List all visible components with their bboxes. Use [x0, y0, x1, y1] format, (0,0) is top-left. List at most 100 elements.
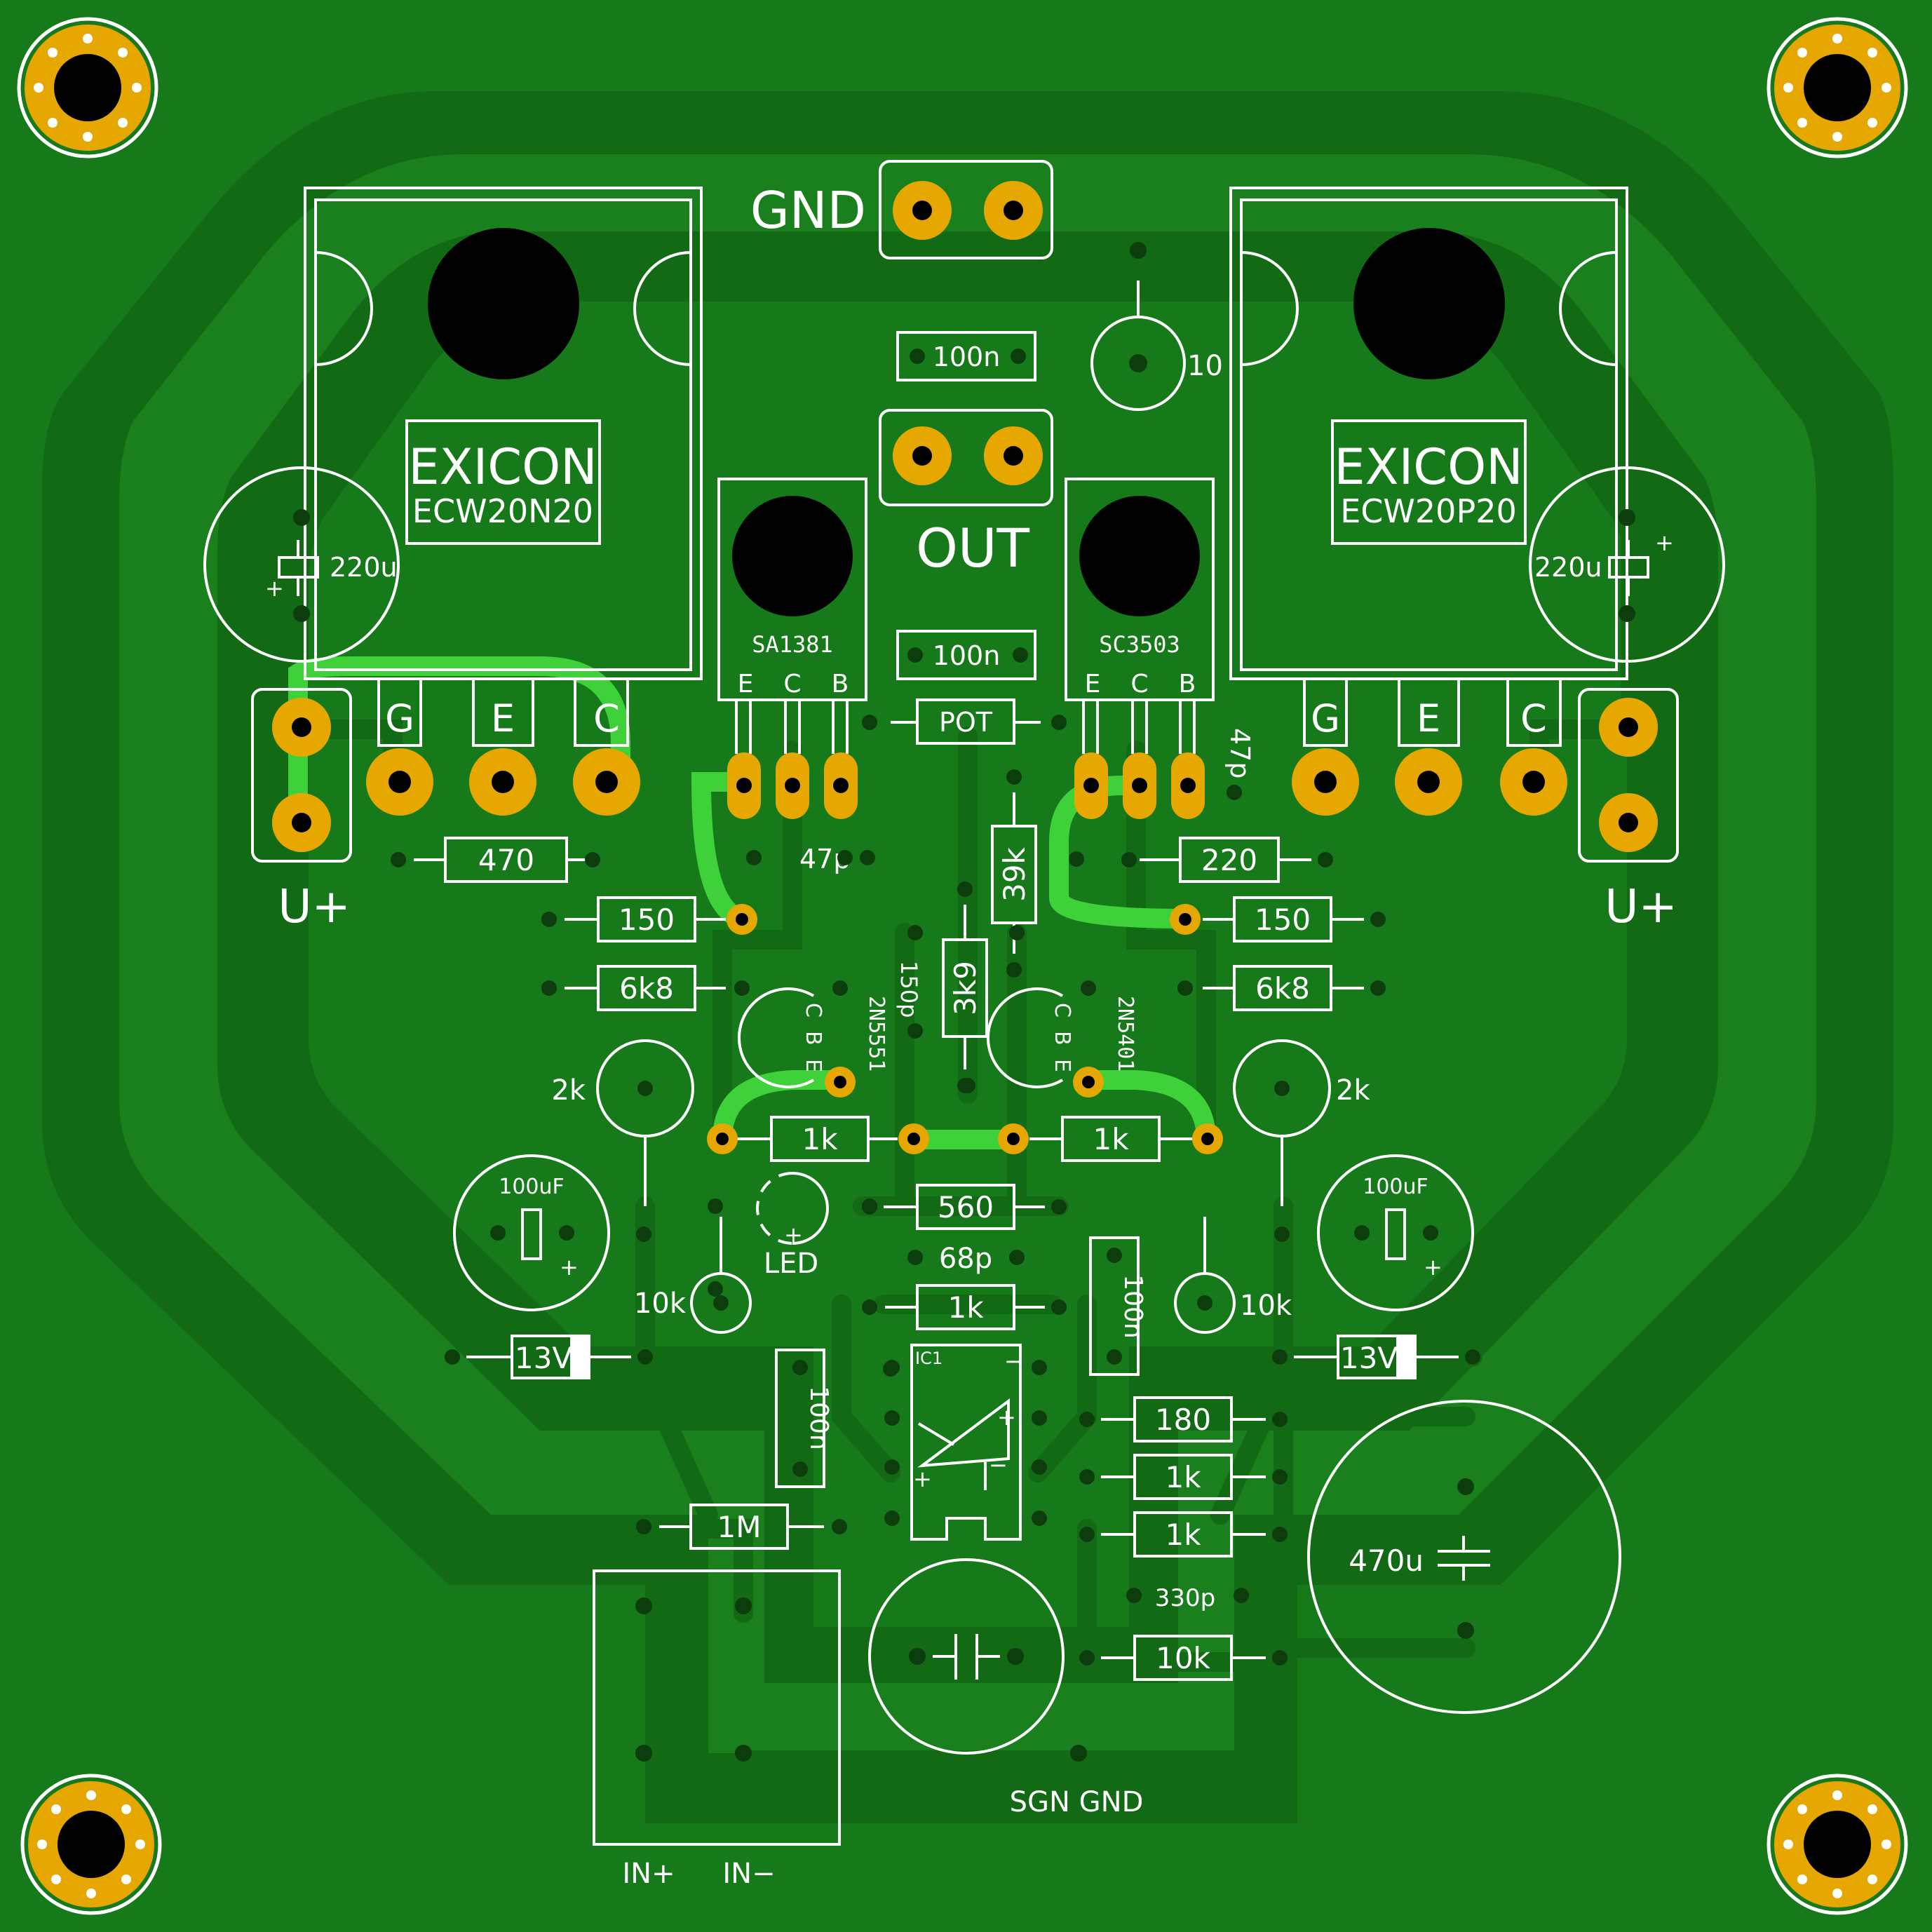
- capacitor-100n-left: 100n: [775, 1349, 833, 1488]
- trimmer-2k-left: 2k: [551, 1039, 694, 1206]
- trimmer-10k-right: 10k: [1174, 1217, 1292, 1334]
- c47p-right-pad: [1227, 785, 1242, 800]
- c150p-pad-b: [907, 1023, 923, 1039]
- r1k-right-label: 1k: [1093, 1122, 1129, 1156]
- c100n-right-label: 100n: [1119, 1274, 1147, 1339]
- zener-13v-left: 13V: [445, 1335, 653, 1379]
- mosfet-left-brand: EXICON: [408, 438, 597, 496]
- c220u-left-label: 220u: [330, 552, 398, 583]
- pot-label: POT: [939, 707, 993, 738]
- mounting-hole-top-right: [1767, 17, 1908, 158]
- driver-right-pin-e: E: [1085, 670, 1101, 698]
- driver-left-pin-b: B: [832, 670, 849, 698]
- capacitor-100uf-left: 100uF +: [453, 1154, 610, 1311]
- r150-left-label: 150: [619, 903, 675, 937]
- 2n5551-pin-e: E: [801, 1059, 825, 1072]
- capacitor-100n-top: 100n: [896, 331, 1036, 381]
- capacitor-100uf-right: 100uF +: [1317, 1154, 1474, 1311]
- r1m-label: 1M: [717, 1510, 762, 1544]
- t2k-left-label: 2k: [551, 1074, 586, 1107]
- r1k-left-label: 1k: [802, 1122, 838, 1156]
- c100n-top-label: 100n: [933, 342, 1001, 372]
- out-label: OUT: [916, 517, 1029, 579]
- c100uf-left-label: 100uF: [499, 1175, 565, 1199]
- led-label: LED: [764, 1248, 818, 1280]
- trimmer-2k-right: 2k: [1233, 1039, 1370, 1206]
- u-plus-right-label: U+: [1605, 879, 1677, 933]
- 2n5551-pin-c: C: [801, 1003, 825, 1018]
- c100n-left-label: 100n: [804, 1386, 833, 1450]
- driver-left-pin-c: C: [783, 670, 801, 698]
- resistor-1k-ic-a: 1k: [1079, 1454, 1288, 1500]
- driver-left-part: SA1381: [752, 631, 833, 658]
- c220u-left-plus: +: [265, 575, 284, 602]
- resistor-39k: 39k: [991, 769, 1037, 978]
- sgn-gnd-label: SGN GND: [1010, 1786, 1144, 1818]
- resistor-150-left: 150: [541, 896, 757, 943]
- driver-transistor-left: SA1381 E C B: [717, 478, 867, 819]
- mosfet-right-pin-g: G: [1311, 696, 1340, 741]
- u-plus-left-connector: U+: [251, 688, 352, 933]
- trimmer-10k-left: 10k: [634, 1217, 752, 1334]
- transistor-2n5551: C B E 2N5551: [738, 980, 889, 1097]
- capacitor-68p: 68p: [907, 1243, 1025, 1275]
- gnd-label: GND: [750, 181, 866, 240]
- c47p-left-pad-a: [746, 850, 762, 865]
- resistor-560: 560: [862, 1184, 1067, 1230]
- t2k-right-label: 2k: [1336, 1074, 1370, 1107]
- resistor-6k8-right: 6k8: [1177, 965, 1386, 1011]
- mosfet-right-pin-c: C: [1520, 696, 1547, 741]
- 2n5551-label: 2N5551: [864, 996, 889, 1072]
- resistor-220: 220: [1121, 837, 1333, 883]
- resistor-470: 470: [391, 837, 600, 883]
- r39k-label: 39k: [997, 846, 1032, 901]
- 2n5401-pin-e: E: [1050, 1059, 1074, 1072]
- resistor-10k-in: 10k: [1079, 1635, 1288, 1681]
- mosfet-right: EXICON ECW20P20 G E C: [1229, 187, 1628, 816]
- r1k-mid-label: 1k: [947, 1290, 984, 1325]
- c47p-right-label: 47p: [1224, 728, 1255, 778]
- mosfet-left-part: ECW20N20: [412, 492, 593, 530]
- r10k-in-label: 10k: [1156, 1641, 1210, 1675]
- 2n5401-label: 2N5401: [1113, 996, 1137, 1072]
- copper-traces: [288, 509, 1640, 1770]
- 2n5401-pin-b: B: [1050, 1031, 1074, 1046]
- ic1-minus-2: −: [1004, 1348, 1023, 1374]
- r150-right-label: 150: [1255, 903, 1311, 937]
- driver-right-part: SC3503: [1099, 631, 1180, 658]
- c150p-label: 150p: [896, 961, 922, 1018]
- 2n5401-pin-c: C: [1050, 1003, 1074, 1018]
- mosfet-right-part: ECW20P20: [1340, 492, 1516, 530]
- mosfet-right-pin-e: E: [1417, 696, 1440, 741]
- c100uf-left-plus: +: [560, 1254, 579, 1281]
- mounting-hole-bottom-right: [1767, 1774, 1908, 1915]
- resistor-10-ohm: 10: [1090, 242, 1223, 411]
- zener-left-label: 13V: [515, 1341, 572, 1375]
- zener-13v-right: 13V: [1272, 1335, 1480, 1379]
- pot-trimmer: POT: [862, 698, 1067, 745]
- mosfet-left-pin-g: G: [385, 696, 414, 741]
- capacitor-470u: 470u: [1307, 1400, 1621, 1714]
- mosfet-left: EXICON ECW20N20 G E C: [304, 187, 703, 816]
- r3k9-label: 3k9: [948, 961, 982, 1015]
- sgn-gnd-pad: [1070, 1745, 1087, 1762]
- mounting-hole-bottom-left: [20, 1774, 162, 1915]
- in-minus-label: IN−: [722, 1858, 775, 1890]
- resistor-1k-mid: 1k: [862, 1284, 1067, 1330]
- c68p-label: 68p: [939, 1243, 992, 1275]
- led-plus: +: [784, 1222, 803, 1248]
- mosfet-left-pin-c: C: [593, 696, 620, 741]
- ic1-plus-2: +: [913, 1466, 932, 1492]
- c470u-label: 470u: [1349, 1543, 1424, 1578]
- resistor-1k-left: 1k: [707, 1116, 929, 1162]
- r560-label: 560: [938, 1190, 994, 1224]
- c100uf-right-label: 100uF: [1363, 1175, 1428, 1199]
- resistor-180: 180: [1079, 1396, 1288, 1443]
- c100uf-right-plus: +: [1424, 1254, 1443, 1281]
- resistor-6k8-left: 6k8: [541, 965, 750, 1011]
- out-connector: OUT: [879, 409, 1053, 579]
- zener-right-label: 13V: [1340, 1341, 1398, 1375]
- driver-right-pin-c: C: [1130, 670, 1148, 698]
- gnd-connector: GND: [750, 160, 1053, 259]
